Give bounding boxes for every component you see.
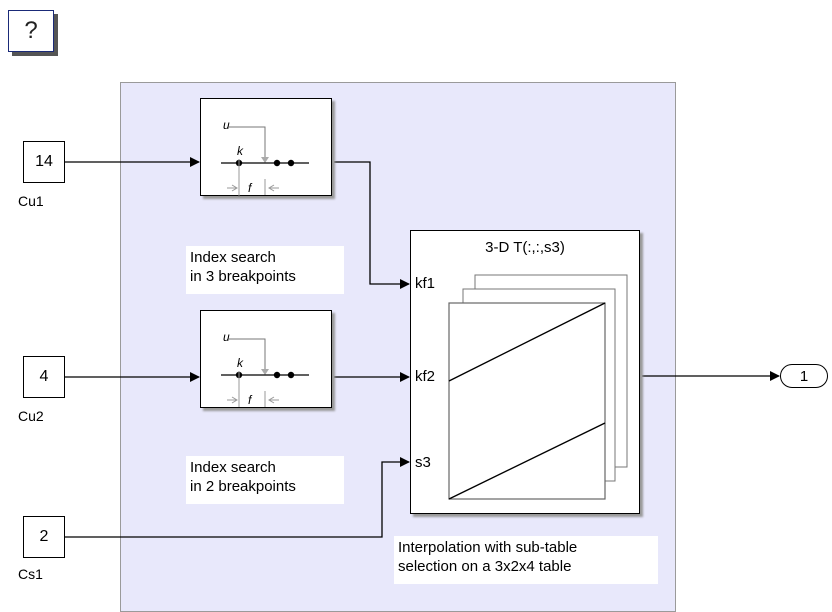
port-kf2: kf2: [415, 368, 436, 385]
constant-label-cs1: Cs1: [18, 566, 43, 582]
note-line: in 3 breakpoints: [190, 268, 296, 285]
svg-text:f: f: [248, 393, 253, 407]
prelookup-icon: u k f: [221, 118, 309, 197]
prelookup-block-1[interactable]: u k f: [200, 98, 332, 197]
svg-text:u: u: [223, 330, 230, 344]
note-prelookup-2: Index search in 2 breakpoints: [186, 456, 344, 504]
outport-1[interactable]: 1: [780, 364, 828, 388]
note-prelookup-1: Index search in 3 breakpoints: [186, 246, 344, 294]
constant-block-cu2[interactable]: 4: [23, 356, 65, 398]
note-interpolation: Interpolation with sub-table selection o…: [394, 536, 658, 584]
prelookup-icon: u k f: [221, 330, 309, 407]
interpolation-block[interactable]: 3-D T(:,:,s3) kf1 kf2 s3: [410, 230, 640, 514]
note-line: Index search: [190, 459, 276, 476]
table-stack-icon: [448, 274, 628, 500]
note-line: Interpolation with sub-table: [398, 539, 578, 556]
svg-text:u: u: [223, 118, 230, 132]
interpolation-title: 3-D T(:,:,s3): [485, 239, 565, 256]
svg-text:k: k: [237, 356, 244, 370]
svg-text:k: k: [237, 144, 244, 158]
note-line: Index search: [190, 249, 276, 266]
port-s3: s3: [415, 454, 431, 471]
help-button[interactable]: ?: [8, 10, 54, 52]
svg-text:f: f: [248, 181, 253, 195]
constant-block-cu1[interactable]: 14: [23, 141, 65, 183]
prelookup-block-2[interactable]: u k f: [200, 310, 332, 408]
constant-label-cu1: Cu1: [18, 193, 44, 209]
constant-label-cu2: Cu2: [18, 408, 44, 424]
constant-block-cs1[interactable]: 2: [23, 516, 65, 558]
port-kf1: kf1: [415, 275, 436, 292]
note-line: selection on a 3x2x4 table: [398, 558, 572, 575]
note-line: in 2 breakpoints: [190, 478, 296, 495]
